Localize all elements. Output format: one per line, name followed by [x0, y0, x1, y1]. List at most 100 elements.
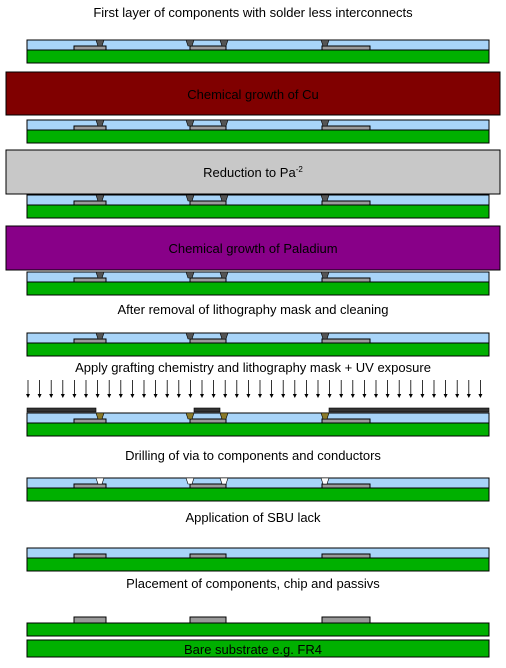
step-caption: Placement of components, chip and passiv… [126, 576, 380, 591]
uv-arrow-head [95, 394, 100, 398]
component [321, 200, 371, 206]
step-pd-growth: Chemical growth of Paladium [5, 225, 501, 296]
step-caption: Chemical growth of Paladium [168, 241, 337, 256]
uv-arrow-head [49, 394, 54, 398]
component [73, 277, 107, 283]
uv-arrow-head [107, 394, 112, 398]
via [185, 194, 195, 202]
uv-arrow-head [339, 394, 344, 398]
stack [26, 194, 490, 219]
component [321, 418, 371, 424]
uv-arrow-head [269, 394, 274, 398]
uv-arrow-head [466, 394, 471, 398]
via [320, 194, 330, 202]
uv-arrow-head [385, 394, 390, 398]
uv-arrow-head [397, 394, 402, 398]
grafted-via [95, 412, 105, 420]
via [185, 271, 195, 279]
step-caption: Drilling of via to components and conduc… [125, 448, 381, 463]
component [189, 338, 227, 344]
via [219, 119, 229, 127]
uv-arrow-head [234, 394, 239, 398]
component [73, 338, 107, 344]
via [320, 332, 330, 340]
uv-arrow-head [327, 394, 332, 398]
uv-arrow-head [118, 394, 123, 398]
step-caption: Application of SBU lack [185, 510, 321, 525]
uv-arrow-head [455, 394, 460, 398]
uv-arrow-head [478, 394, 483, 398]
lithography-mask [193, 407, 221, 413]
stack [26, 477, 490, 502]
uv-arrow-head [72, 394, 77, 398]
substrate [26, 557, 490, 572]
uv-arrow-head [176, 394, 181, 398]
uv-arrow-head [316, 394, 320, 398]
stack [26, 407, 490, 437]
uv-arrow-head [211, 394, 216, 398]
uv-arrow-head [292, 394, 297, 398]
via [219, 194, 229, 202]
substrate [26, 639, 490, 658]
component [189, 616, 227, 624]
component [321, 616, 371, 624]
component [73, 616, 107, 624]
grafted-via [219, 412, 229, 420]
component [321, 483, 371, 489]
via [95, 332, 105, 340]
step-mask-removal: After removal of lithography mask and cl… [26, 302, 490, 357]
via [95, 194, 105, 202]
component [73, 553, 107, 559]
uv-arrow-head [84, 394, 88, 398]
uv-arrow-head [142, 394, 146, 398]
component [73, 200, 107, 206]
uv-arrow-head [443, 394, 448, 398]
substrate [26, 129, 490, 144]
component [73, 418, 107, 424]
step-reduction: Reduction to Pa-2 [5, 149, 501, 219]
copper-block [5, 71, 501, 116]
uv-arrow-head [281, 394, 286, 398]
uv-arrow-head [153, 394, 158, 398]
stack [26, 332, 490, 357]
step-grafting: Apply grafting chemistry and lithography… [26, 360, 490, 437]
palladium-reduction-block [5, 149, 501, 195]
uv-arrow-head [188, 394, 193, 398]
uv-exposure-arrows [26, 380, 483, 398]
uv-arrow-head [60, 394, 65, 398]
component [189, 125, 227, 131]
component [321, 125, 371, 131]
step-drilling: Drilling of via to components and conduc… [26, 448, 490, 502]
component [321, 45, 371, 51]
via [219, 39, 229, 47]
step-cu-growth: Chemical growth of Cu [5, 71, 501, 144]
uv-arrow-head [26, 394, 30, 398]
component [189, 418, 227, 424]
uv-arrow-head [432, 394, 436, 398]
via [185, 332, 195, 340]
step-first-layer: First layer of components with solder le… [26, 5, 490, 64]
stack [26, 119, 490, 144]
substrate [26, 49, 490, 64]
via [95, 39, 105, 47]
uv-arrow-head [408, 394, 413, 398]
via [95, 271, 105, 279]
component [73, 483, 107, 489]
component [321, 277, 371, 283]
substrate [26, 204, 490, 219]
lithography-mask [328, 407, 490, 413]
step-caption: Bare substrate e.g. FR4 [184, 642, 322, 657]
component [189, 277, 227, 283]
uv-arrow-head [374, 394, 378, 398]
via [95, 119, 105, 127]
component [73, 125, 107, 131]
uv-arrow-head [130, 394, 135, 398]
uv-arrow-head [246, 394, 251, 398]
step-placement: Placement of components, chip and passiv… [26, 576, 490, 637]
palladium-block [5, 225, 501, 271]
component [189, 200, 227, 206]
substrate [26, 622, 490, 637]
step-caption: Apply grafting chemistry and lithography… [75, 360, 431, 375]
drilled-via [219, 477, 229, 485]
grafted-via [185, 412, 195, 420]
